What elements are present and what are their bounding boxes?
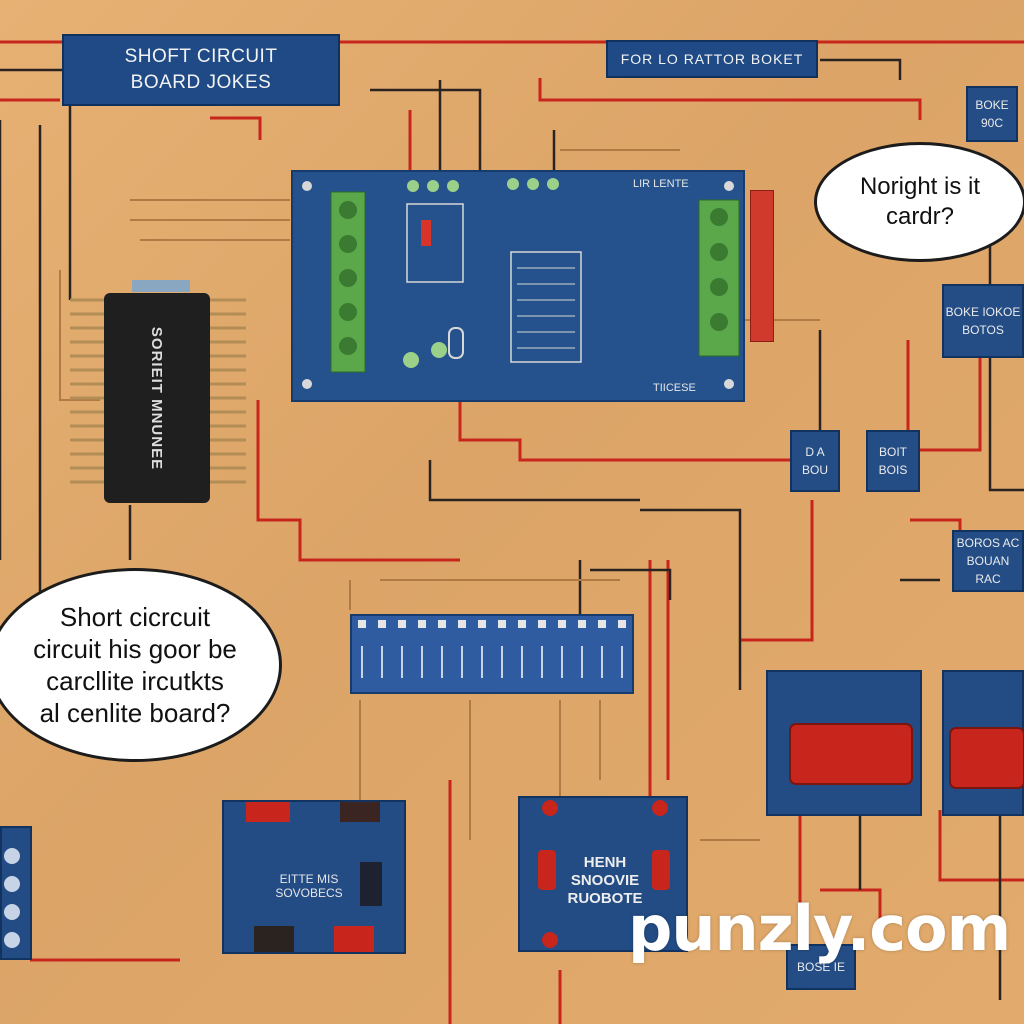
bubble-right-line-1: Noright is it xyxy=(859,173,981,200)
bubble-left-line-3: carcllite ircutkts xyxy=(46,666,224,696)
left-edge-module-details xyxy=(4,848,20,948)
title-line-2: BOARD JOKES xyxy=(130,72,272,93)
plate-mid-b: BOIT BOIS xyxy=(866,430,920,492)
plate-right-low: BOROS AC BOUAN RAC xyxy=(952,530,1024,592)
red-pin-header xyxy=(750,190,774,342)
bottom-left-module-label: EITTE MIS SOVOBECS xyxy=(275,872,343,900)
relay-module-2 xyxy=(942,670,1024,816)
main-board-details xyxy=(302,178,740,389)
watermark: punzly.com xyxy=(628,892,1011,965)
relay-1-details xyxy=(789,723,913,785)
plate-bottom-right: BOSE IE xyxy=(786,944,856,990)
main-board-bottom-label: TIICESE xyxy=(653,382,696,394)
ic-chip: SORIEIT MNUNEE xyxy=(104,293,210,503)
bottom-left-module: EITTE MIS SOVOBECS xyxy=(222,772,406,956)
plate-top-right: BOKE 90C xyxy=(966,86,1018,142)
main-board-top-label: LIR LENTE xyxy=(633,178,689,190)
bottom-mid-module-details xyxy=(538,800,670,948)
plate-mid-a: D A BOU xyxy=(790,430,840,492)
relay-module-1 xyxy=(766,670,922,816)
speech-bubble-left: Short cicrcuit circuit his goor be carcl… xyxy=(0,568,282,762)
title-line-1: SHOFT CIRCUIT xyxy=(124,46,278,67)
title-plate: SHOFT CIRCUIT BOARD JOKES xyxy=(62,34,340,106)
speech-bubble-right: Noright is it cardr? xyxy=(814,142,1024,262)
terminal-strip-details xyxy=(358,620,626,678)
relay-2-details xyxy=(949,727,1024,789)
terminal-strip xyxy=(350,614,634,694)
bubble-left-line-2: circuit his goor be xyxy=(33,634,237,664)
bottom-mid-module: HENH SNOOVIE RUOBOTE xyxy=(518,796,688,952)
top-plate: FOR LO RATTOR BOKET xyxy=(606,40,818,78)
left-edge-module xyxy=(0,826,32,960)
chip-label: SORIEIT MNUNEE xyxy=(148,326,166,470)
bubble-left-line-4: al cenlite board? xyxy=(39,698,231,728)
bubble-right-line-2: cardr? xyxy=(885,203,954,230)
bottom-mid-module-label: HENH SNOOVIE RUOBOTE xyxy=(567,854,643,907)
plate-right-mid: BOKE IOKOE BOTOS xyxy=(942,284,1024,358)
chip-pins xyxy=(70,280,246,484)
main-circuit-board: LIR LENTE TIICESE xyxy=(291,170,745,402)
bubble-left-line-1: Short cicrcuit xyxy=(59,602,211,632)
